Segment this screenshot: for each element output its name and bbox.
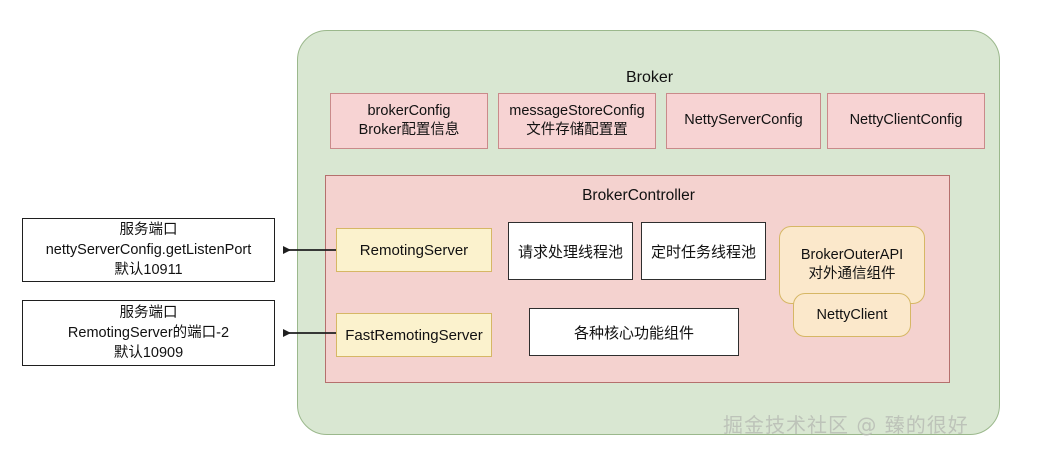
broker-outer-api-line2: 对外通信组件 xyxy=(808,266,896,282)
scheduled-task-thread-pool-label: 定时任务线程池 xyxy=(650,243,756,261)
watermark: 掘金技术社区 @ 臻的很好 xyxy=(723,413,969,437)
config-box-line1: NettyServerConfig xyxy=(684,112,803,129)
broker-title: Broker xyxy=(625,69,674,86)
config-box-line1: messageStoreConfig xyxy=(509,102,645,119)
config-box-row: brokerConfig Broker配置信息 messageStoreConf… xyxy=(330,93,985,149)
core-components-label: 各种核心功能组件 xyxy=(573,324,694,342)
callout-fast-listen-port: 服务端口 RemotingServer的端口-2 默认10909 xyxy=(22,300,275,366)
core-components-box[interactable]: 各种核心功能组件 xyxy=(529,308,739,356)
config-box-broker-config[interactable]: brokerConfig Broker配置信息 xyxy=(330,93,488,149)
fast-remoting-server-label: FastRemotingServer xyxy=(345,326,483,344)
broker-outer-api-box[interactable]: BrokerOuterAPI 对外通信组件 xyxy=(779,226,925,304)
request-thread-pool-label: 请求处理线程池 xyxy=(517,243,623,261)
broker-outer-api-line1: BrokerOuterAPI xyxy=(800,246,904,263)
netty-client-label: NettyClient xyxy=(816,307,888,323)
fast-remoting-server-box[interactable]: FastRemotingServer xyxy=(336,313,492,357)
callout-line3: 默认10911 xyxy=(114,262,183,278)
config-box-line2: 文件存储配置置 xyxy=(526,122,628,138)
config-box-message-store-config[interactable]: messageStoreConfig 文件存储配置置 xyxy=(498,93,656,149)
scheduled-task-thread-pool-box[interactable]: 定时任务线程池 xyxy=(641,222,766,280)
callout-line2: nettyServerConfig.getListenPort xyxy=(45,242,252,258)
config-box-netty-client-config[interactable]: NettyClientConfig xyxy=(827,93,985,149)
callout-line1: 服务端口 xyxy=(119,305,178,321)
config-box-line2: Broker配置信息 xyxy=(358,122,460,138)
broker-controller-title: BrokerController xyxy=(582,187,695,204)
callout-line2: RemotingServer的端口-2 xyxy=(67,325,230,341)
callout-line1: 服务端口 xyxy=(119,222,178,238)
remoting-server-label: RemotingServer xyxy=(359,241,469,259)
netty-client-box[interactable]: NettyClient xyxy=(793,293,911,337)
config-box-netty-server-config[interactable]: NettyServerConfig xyxy=(666,93,821,149)
remoting-server-box[interactable]: RemotingServer xyxy=(336,228,492,272)
config-box-line1: brokerConfig xyxy=(367,102,451,119)
request-thread-pool-box[interactable]: 请求处理线程池 xyxy=(508,222,633,280)
config-box-line1: NettyClientConfig xyxy=(849,112,963,129)
callout-listen-port: 服务端口 nettyServerConfig.getListenPort 默认1… xyxy=(22,218,275,282)
callout-line3: 默认10909 xyxy=(113,345,184,361)
